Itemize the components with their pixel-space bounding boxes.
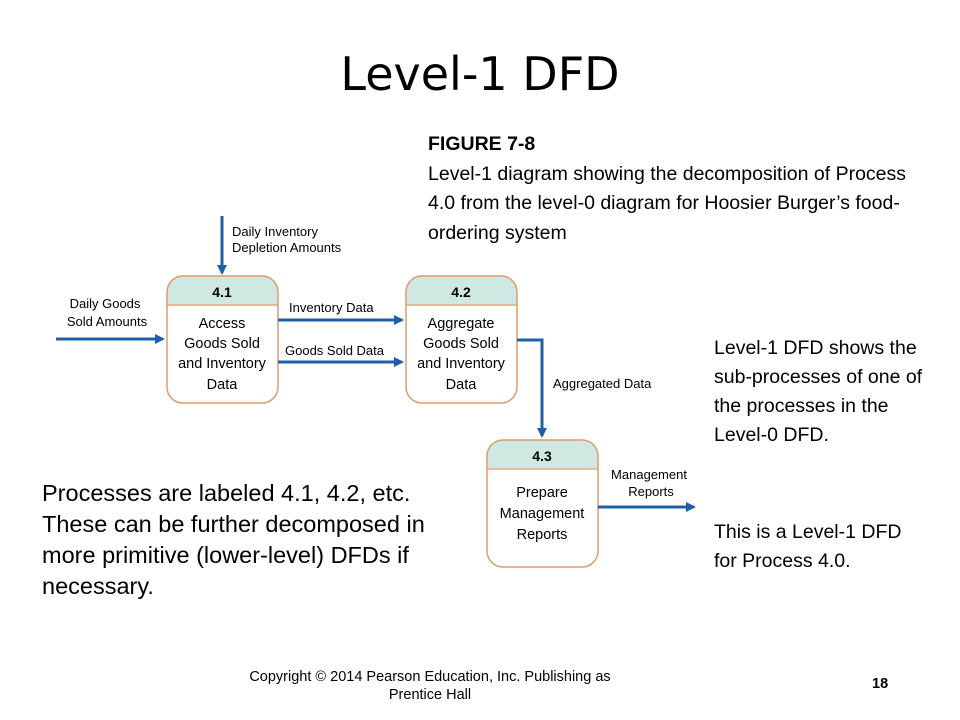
flow-label-goods-sold-data: Goods Sold Data bbox=[285, 343, 385, 358]
process-4-1-label-2: Goods Sold bbox=[184, 336, 260, 352]
right-note-1: Level-1 DFD shows the sub-processes of o… bbox=[714, 337, 923, 446]
flow-label-inventory-data: Inventory Data bbox=[289, 300, 374, 315]
flow-label-management-reports-2: Reports bbox=[628, 484, 674, 499]
flow-arrow-aggregated-data bbox=[517, 338, 547, 438]
process-4-2: 4.2 Aggregate Goods Sold and Inventory D… bbox=[405, 275, 518, 404]
process-4-1-id: 4.1 bbox=[212, 284, 232, 300]
left-note: Processes are labeled 4.1, 4.2, etc. The… bbox=[42, 480, 425, 599]
figure-caption: Level-1 diagram showing the decompositio… bbox=[428, 162, 907, 244]
process-4-2-id: 4.2 bbox=[451, 284, 471, 300]
process-4-3-label-3: Reports bbox=[517, 527, 568, 543]
flow-label-daily-inventory-2: Depletion Amounts bbox=[232, 240, 342, 255]
figure-number: FIGURE 7-8 bbox=[428, 133, 536, 155]
footer-copyright: Copyright © 2014 Pearson Education, Inc.… bbox=[249, 669, 611, 703]
flow-label-daily-goods-1: Daily Goods bbox=[70, 296, 141, 311]
process-4-3: 4.3 Prepare Management Reports bbox=[486, 439, 599, 568]
flow-label-daily-inventory-1: Daily Inventory bbox=[232, 224, 318, 239]
figure-caption-block: FIGURE 7-8 Level-1 diagram showing the d… bbox=[428, 130, 928, 248]
slide-title: Level-1 DFD bbox=[340, 47, 620, 101]
process-4-2-label-4: Data bbox=[446, 377, 478, 393]
process-4-3-id: 4.3 bbox=[532, 448, 552, 464]
flow-label-aggregated-data: Aggregated Data bbox=[553, 376, 652, 391]
process-4-3-label-1: Prepare bbox=[516, 485, 568, 501]
flow-label-management-reports-1: Management bbox=[611, 467, 687, 482]
process-4-2-label-3: and Inventory bbox=[417, 356, 506, 372]
process-4-2-label-2: Goods Sold bbox=[423, 336, 499, 352]
right-note-2: This is a Level-1 DFD for Process 4.0. bbox=[714, 521, 902, 572]
page-number: 18 bbox=[872, 676, 889, 692]
process-4-1: 4.1 Access Goods Sold and Inventory Data bbox=[166, 275, 279, 404]
process-4-1-label-1: Access bbox=[199, 316, 246, 332]
flow-label-daily-goods-2: Sold Amounts bbox=[67, 314, 148, 329]
process-4-1-label-3: and Inventory bbox=[178, 356, 267, 372]
process-4-2-label-1: Aggregate bbox=[428, 316, 495, 332]
process-4-3-label-2: Management bbox=[500, 506, 585, 522]
process-4-1-label-4: Data bbox=[207, 377, 239, 393]
